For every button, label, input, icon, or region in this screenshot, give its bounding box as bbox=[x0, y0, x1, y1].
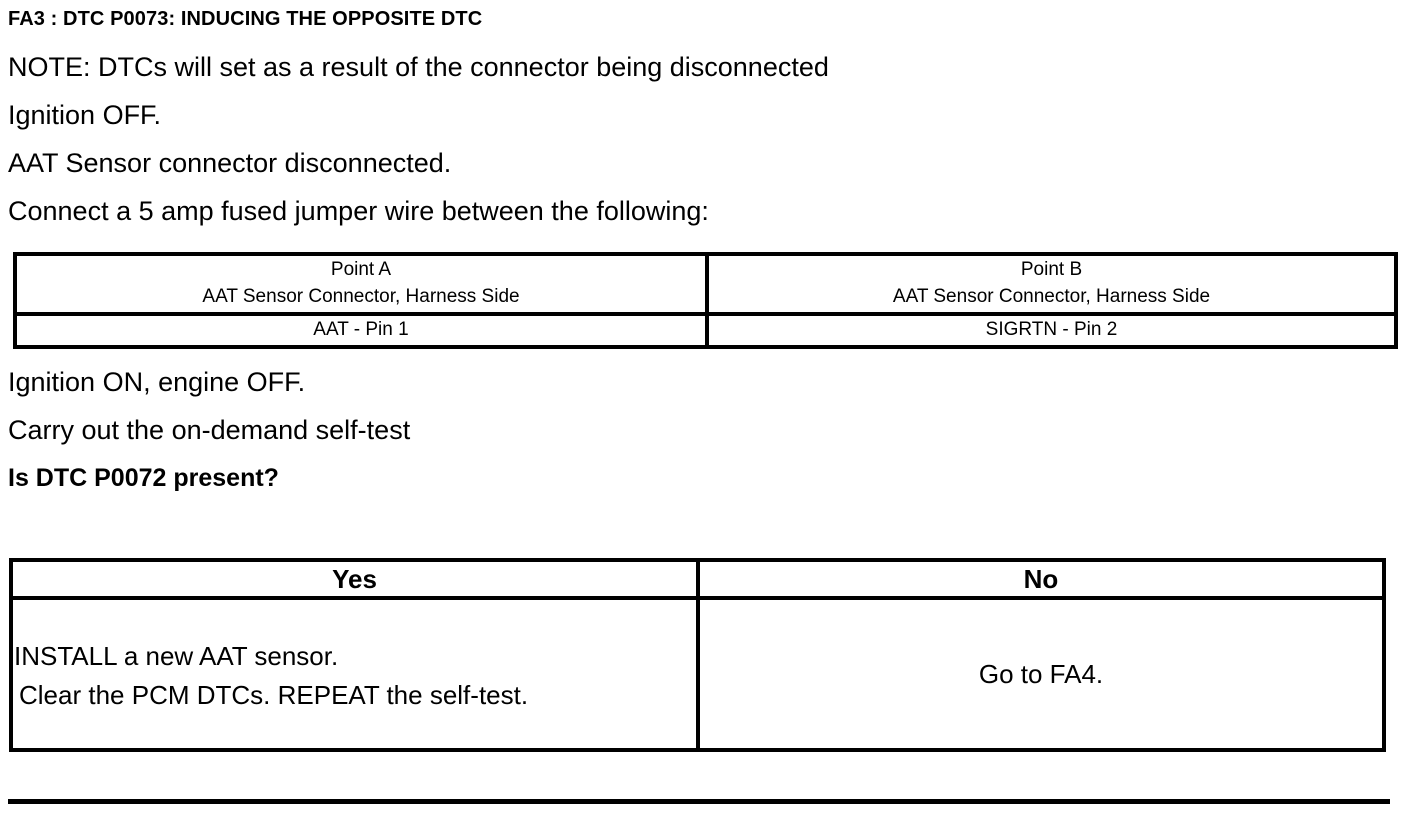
yes-no-decision-table: Yes No INSTALL a new AAT sensor. Clear t… bbox=[9, 558, 1386, 752]
point-a-label: Point A bbox=[330, 259, 392, 280]
no-action-text: Go to FA4. bbox=[978, 659, 1104, 689]
yes-action-line-2: Clear the PCM DTCs. REPEAT the self-test… bbox=[19, 679, 529, 710]
point-b-pin-cell: SIGRTN - Pin 2 bbox=[705, 311, 1398, 349]
step-ignition-on: Ignition ON, engine OFF. bbox=[8, 367, 306, 397]
point-a-pin-cell: AAT - Pin 1 bbox=[13, 311, 709, 349]
yes-action-cell: INSTALL a new AAT sensor. Clear the PCM … bbox=[9, 596, 700, 752]
decision-question: Is DTC P0072 present? bbox=[8, 464, 279, 492]
jumper-points-table: Point A AAT Sensor Connector, Harness Si… bbox=[13, 252, 1398, 349]
table-row-headers: Point A AAT Sensor Connector, Harness Si… bbox=[13, 252, 1398, 316]
table-row-values: AAT - Pin 1 SIGRTN - Pin 2 bbox=[13, 311, 1398, 349]
point-b-label: Point B bbox=[1020, 259, 1083, 280]
point-a-location: AAT Sensor Connector, Harness Side bbox=[202, 285, 520, 307]
decision-header-row: Yes No bbox=[9, 558, 1386, 600]
yes-action-line-1: INSTALL a new AAT sensor. bbox=[14, 641, 339, 672]
step-sensor-disconnected: AAT Sensor connector disconnected. bbox=[8, 148, 452, 178]
decision-body-row: INSTALL a new AAT sensor. Clear the PCM … bbox=[9, 596, 1386, 752]
bottom-divider-rule bbox=[8, 799, 1390, 804]
step-ignition-off: Ignition OFF. bbox=[8, 100, 162, 130]
no-header-cell: No bbox=[696, 558, 1386, 600]
yes-header-cell: Yes bbox=[9, 558, 700, 600]
yes-action-text: INSTALL a new AAT sensor. Clear the PCM … bbox=[13, 634, 696, 714]
point-b-location: AAT Sensor Connector, Harness Side bbox=[892, 285, 1211, 307]
point-b-header-cell: Point B AAT Sensor Connector, Harness Si… bbox=[705, 252, 1398, 316]
note-line: NOTE: DTCs will set as a result of the c… bbox=[8, 52, 829, 82]
step-connect-jumper: Connect a 5 amp fused jumper wire betwee… bbox=[8, 196, 709, 226]
point-a-header-cell: Point A AAT Sensor Connector, Harness Si… bbox=[13, 252, 709, 316]
no-action-cell: Go to FA4. bbox=[696, 596, 1386, 752]
step-self-test: Carry out the on-demand self-test bbox=[8, 415, 411, 445]
page-title: FA3 : DTC P0073: INDUCING THE OPPOSITE D… bbox=[8, 8, 483, 30]
